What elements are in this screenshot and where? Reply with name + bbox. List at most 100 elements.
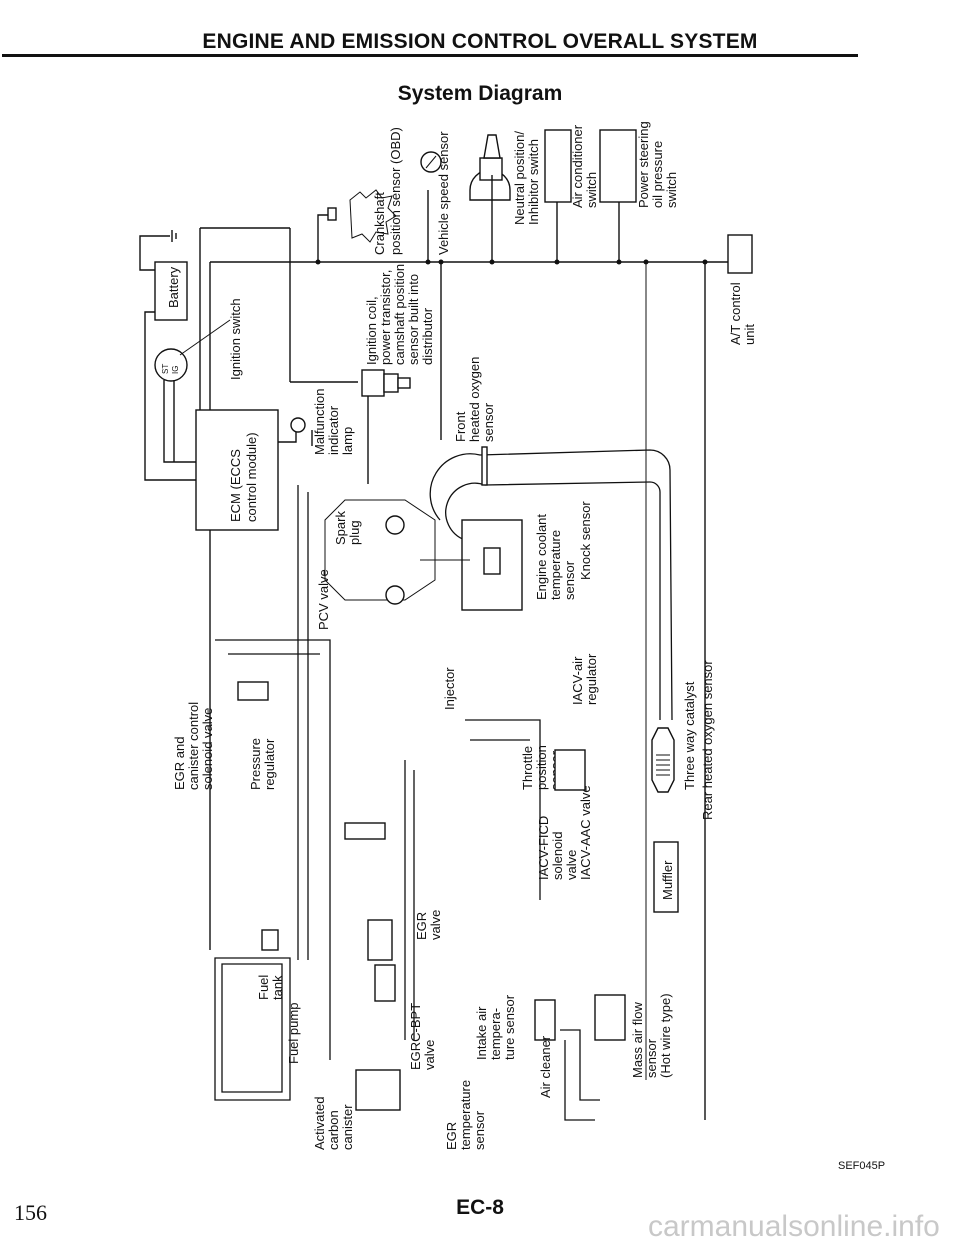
engine-block: Spark plug PCV valve Engine coolant temp… xyxy=(316,499,593,710)
svg-text:Fuel pump: Fuel pump xyxy=(286,1003,301,1064)
svg-text:tank: tank xyxy=(270,975,285,1000)
svg-text:indicator: indicator xyxy=(326,405,341,455)
svg-text:PCV valve: PCV valve xyxy=(316,569,331,630)
svg-text:EGR and: EGR and xyxy=(172,737,187,790)
battery-group: Battery xyxy=(139,230,196,481)
ecm-label-2: control module) xyxy=(244,432,259,522)
section-page: EC-8 xyxy=(456,1196,504,1219)
svg-text:ture sensor: ture sensor xyxy=(502,994,517,1060)
svg-text:temperature: temperature xyxy=(458,1080,473,1150)
svg-text:switch: switch xyxy=(664,172,679,208)
svg-text:temperature: temperature xyxy=(548,530,563,600)
svg-text:sensor: sensor xyxy=(562,560,577,600)
egr-solenoid-valve-icon xyxy=(344,822,386,840)
ignition-switch-label: Ignition switch xyxy=(228,298,243,380)
svg-text:Spark: Spark xyxy=(333,511,348,545)
svg-text:Muffler: Muffler xyxy=(660,860,675,900)
svg-text:Mass air flow: Mass air flow xyxy=(630,1002,645,1078)
svg-text:canister: canister xyxy=(340,1104,355,1150)
battery-box xyxy=(154,261,188,321)
svg-text:position sensor (OBD): position sensor (OBD) xyxy=(388,127,403,255)
vehicle-speed-sensor: Vehicle speed sensor xyxy=(420,131,451,262)
svg-text:heated oxygen: heated oxygen xyxy=(467,357,482,442)
svg-text:canister control: canister control xyxy=(186,702,201,790)
canister-icon xyxy=(355,1069,401,1111)
svg-text:carbon: carbon xyxy=(326,1110,341,1150)
svg-text:EGR: EGR xyxy=(414,912,429,940)
svg-text:IG: IG xyxy=(171,366,180,374)
catalyst-core xyxy=(656,754,670,776)
svg-text:IACV-FICD: IACV-FICD xyxy=(536,816,551,880)
egrc-bpt-valve-icon xyxy=(374,964,396,1002)
svg-text:regulator: regulator xyxy=(584,653,599,705)
air-intake: Intake air tempera- ture sensor Air clea… xyxy=(474,993,673,1121)
svg-text:ST: ST xyxy=(161,364,170,374)
battery-label: Battery xyxy=(166,266,181,308)
distributor: Ignition coil, power transistor, camshaf… xyxy=(361,264,435,484)
svg-text:Inhibitor switch: Inhibitor switch xyxy=(526,139,541,225)
svg-text:regulator: regulator xyxy=(262,738,277,790)
neutral-position-switch: Neutral position/ Inhibitor switch xyxy=(469,131,541,262)
svg-text:Vehicle speed sensor: Vehicle speed sensor xyxy=(436,131,451,255)
svg-text:unit: unit xyxy=(742,324,757,345)
svg-text:sensor: sensor xyxy=(481,402,496,442)
svg-text:power transistor,: power transistor, xyxy=(378,270,393,365)
iat-sensor-icon xyxy=(534,999,556,1041)
svg-text:Knock sensor: Knock sensor xyxy=(578,501,593,580)
svg-text:camshaft position: camshaft position xyxy=(392,264,407,365)
svg-text:oil pressure: oil pressure xyxy=(650,141,665,208)
svg-text:sensor: sensor xyxy=(472,1110,487,1150)
diagram-title: System Diagram xyxy=(397,82,563,105)
svg-text:Pressure: Pressure xyxy=(248,738,263,790)
intake-system: Pressure regulator EGR and canister cont… xyxy=(172,485,599,1070)
svg-text:Front: Front xyxy=(453,411,468,442)
svg-text:EGRC-BPT: EGRC-BPT xyxy=(408,1003,423,1070)
figure-code: SEF045P xyxy=(838,1160,886,1172)
exhaust-system: Front heated oxygen sensor Three way cat… xyxy=(429,357,715,913)
signal-bus xyxy=(199,227,728,1120)
svg-text:Neutral position/: Neutral position/ xyxy=(512,131,527,225)
svg-text:Engine coolant: Engine coolant xyxy=(534,514,549,600)
svg-text:solenoid valve: solenoid valve xyxy=(200,708,215,790)
svg-text:(Hot wire type): (Hot wire type) xyxy=(658,993,673,1078)
svg-text:Air conditioner: Air conditioner xyxy=(570,124,585,208)
svg-text:sensor: sensor xyxy=(644,1038,659,1078)
svg-text:Fuel: Fuel xyxy=(256,975,271,1000)
section-title: ENGINE AND EMISSION CONTROL OVERALL SYST… xyxy=(202,30,758,53)
header-rule xyxy=(2,54,858,57)
page-number: 156 xyxy=(14,1200,47,1225)
svg-text:switch: switch xyxy=(584,172,599,208)
crankshaft-sensor: Crankshaft position sensor (OBD) xyxy=(317,127,403,262)
ignition-switch: ST IG Ignition switch xyxy=(154,298,243,463)
svg-text:Ignition coil,: Ignition coil, xyxy=(364,296,379,365)
svg-text:lamp: lamp xyxy=(340,427,355,455)
fuel-system: Fuel tank Fuel pump Activated carbon can… xyxy=(214,929,487,1150)
svg-text:solenoid: solenoid xyxy=(550,832,565,880)
svg-text:Throttle: Throttle xyxy=(520,746,535,790)
iacv-aac-icon xyxy=(554,749,586,791)
svg-text:A/T control: A/T control xyxy=(728,282,743,345)
svg-text:tempera-: tempera- xyxy=(488,1008,503,1060)
svg-text:Air cleaner: Air cleaner xyxy=(538,1035,553,1098)
egr-valve-icon xyxy=(367,919,393,961)
svg-text:Intake air: Intake air xyxy=(474,1006,489,1060)
svg-text:Injector: Injector xyxy=(442,667,457,710)
air-conditioner-switch: Air conditioner switch xyxy=(544,124,599,262)
svg-text:Rear heated oxygen sensor: Rear heated oxygen sensor xyxy=(700,660,715,820)
svg-text:valve: valve xyxy=(564,850,579,880)
fuel-pump-icon xyxy=(261,929,279,951)
svg-text:Malfunction: Malfunction xyxy=(312,389,327,455)
svg-text:valve: valve xyxy=(422,1040,437,1070)
malfunction-indicator-lamp: Malfunction indicator lamp xyxy=(278,389,355,455)
svg-text:position: position xyxy=(534,745,549,790)
svg-text:Power steering: Power steering xyxy=(636,121,651,208)
power-steering-switch: Power steering oil pressure switch xyxy=(599,121,679,262)
svg-text:IACV-AAC valve: IACV-AAC valve xyxy=(578,785,593,880)
svg-text:plug: plug xyxy=(347,520,362,545)
svg-text:sensor built into: sensor built into xyxy=(406,274,421,365)
svg-text:IACV-air: IACV-air xyxy=(570,656,585,705)
at-control-unit: A/T control unit xyxy=(727,234,757,345)
svg-text:EGR: EGR xyxy=(444,1122,459,1150)
watermark: carmanualsonline.info xyxy=(648,1210,940,1243)
